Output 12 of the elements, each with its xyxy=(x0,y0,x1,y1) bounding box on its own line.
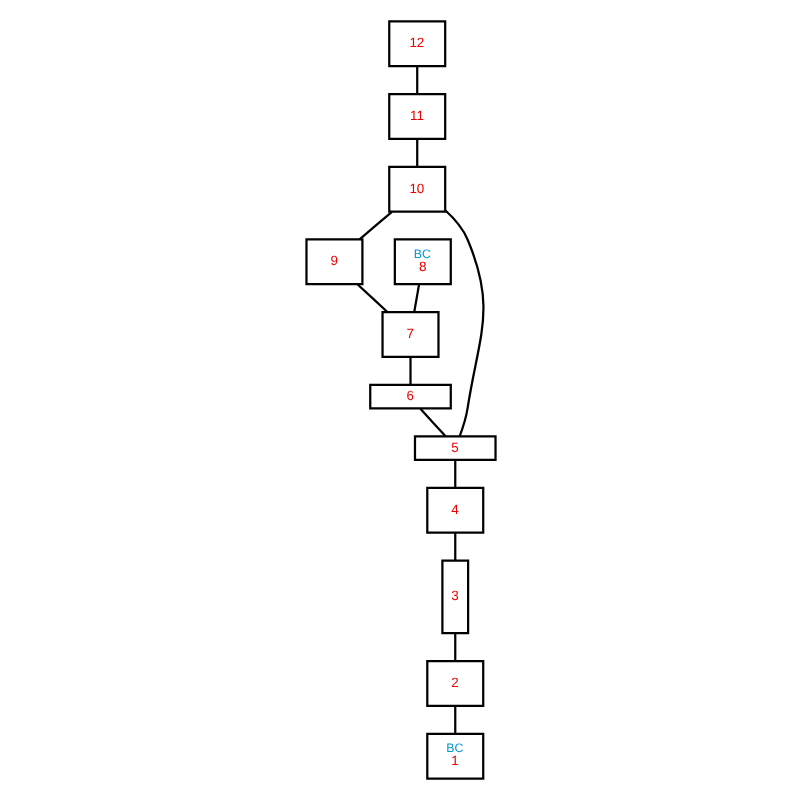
connector xyxy=(443,209,484,437)
connector xyxy=(355,283,388,313)
connector xyxy=(418,407,446,437)
connector xyxy=(453,633,456,661)
connector xyxy=(415,139,418,167)
connector xyxy=(357,210,392,241)
connector xyxy=(453,460,456,488)
connector xyxy=(412,284,420,313)
connector xyxy=(453,706,456,734)
connector xyxy=(415,66,418,94)
connector xyxy=(408,356,411,385)
connector xyxy=(453,532,456,561)
